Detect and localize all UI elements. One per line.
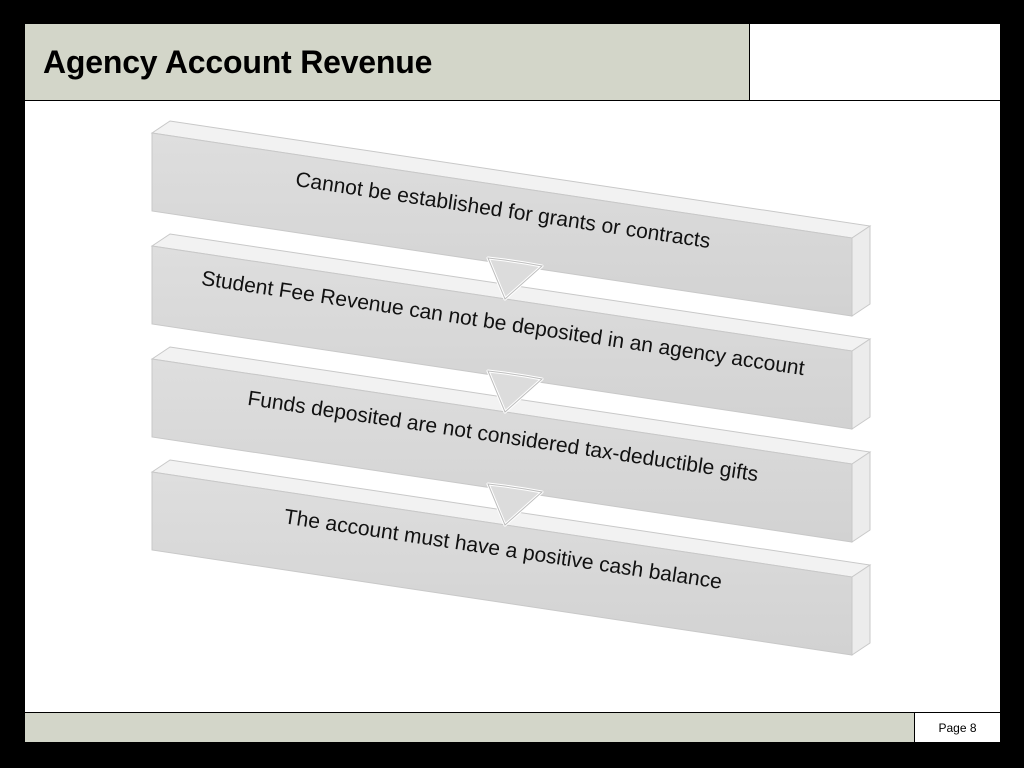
process-diagram: Cannot be established for grants or cont… (150, 120, 872, 656)
slide-title: Agency Account Revenue (43, 44, 433, 80)
slide: Agency Account Revenue (25, 24, 1000, 742)
down-arrow-icon (486, 369, 544, 414)
step-box-4-face (151, 471, 853, 656)
step-box-4-side (851, 564, 871, 656)
page-number: Page 8 (915, 712, 1000, 742)
step-box-1-side (851, 225, 871, 317)
step-box-3-side (851, 451, 871, 543)
footer-band (25, 712, 915, 742)
step-box-2-side (851, 338, 871, 430)
step-box-3-face (151, 358, 853, 543)
step-box-1-face (151, 132, 853, 317)
title-band: Agency Account Revenue (25, 24, 750, 101)
step-box-1 (150, 120, 872, 317)
step-box-2-face (151, 245, 853, 430)
title-band-right-panel (750, 24, 1000, 101)
down-arrow-icon (486, 256, 544, 301)
down-arrow-icon (486, 482, 544, 527)
